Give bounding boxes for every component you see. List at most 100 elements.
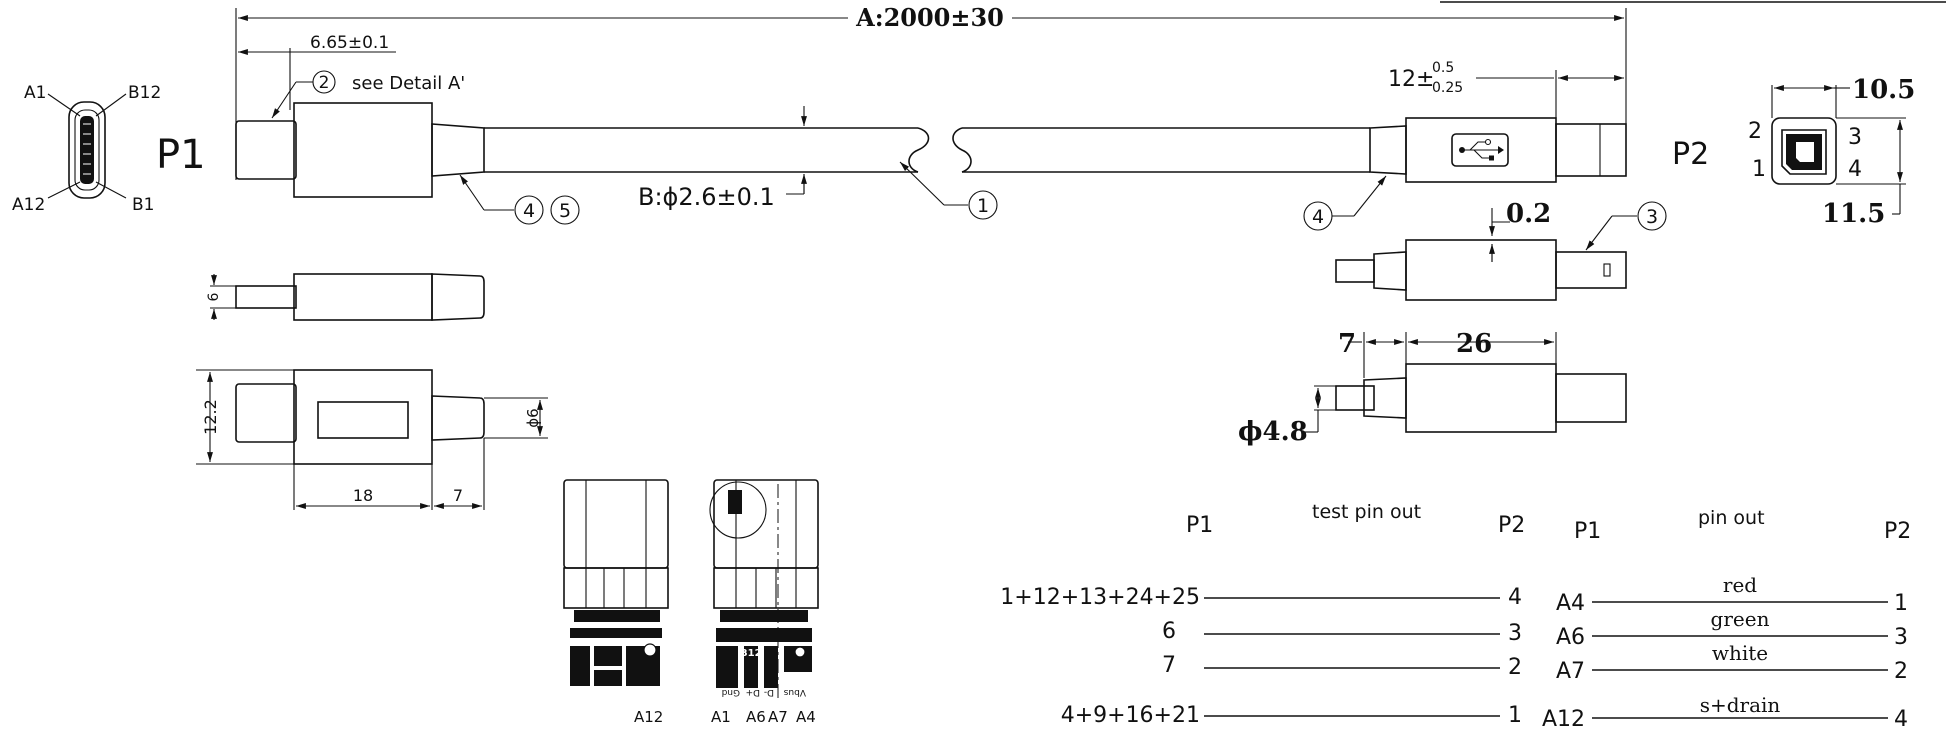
- p2-label: P2: [1672, 137, 1709, 172]
- svg-text:7: 7: [1162, 653, 1176, 678]
- test-pinout-right-head: P2: [1498, 513, 1525, 538]
- pcb-detail-left: A12: [563, 479, 669, 726]
- test-pinout-row: 6 3: [1162, 619, 1522, 646]
- svg-text:A6: A6: [1556, 625, 1585, 650]
- length-label: A:2000±30: [855, 3, 1004, 32]
- pcb-silk-vbus: Vbus: [783, 687, 806, 697]
- boot-dia-label: ϕ6: [524, 408, 542, 427]
- callout-4-5: 4 5: [459, 174, 580, 225]
- svg-text:3: 3: [1508, 621, 1522, 646]
- cable-body: [484, 127, 1370, 173]
- pinout-left-head: P1: [1574, 519, 1601, 544]
- pinout-row: A4 red 1: [1556, 573, 1908, 616]
- len-18-label: 18: [353, 486, 373, 505]
- p2-top-view: 0.2: [1335, 199, 1627, 301]
- pinout-title: pin out: [1698, 507, 1765, 529]
- p1-top-view: 6: [206, 273, 485, 321]
- svg-text:1: 1: [1508, 703, 1522, 728]
- pinout-row: A12 s+drain 4: [1542, 693, 1908, 732]
- svg-text:A12: A12: [1542, 707, 1585, 732]
- svg-text:1+12+13+24+25: 1+12+13+24+25: [1000, 585, 1200, 610]
- svg-text:green: green: [1711, 607, 1770, 631]
- p2-bottom-view: 7 26 ϕ4.8: [1238, 329, 1627, 447]
- pinout-row: A6 green 3: [1556, 607, 1908, 650]
- svg-text:5: 5: [559, 200, 571, 222]
- svg-text:A7: A7: [1556, 659, 1585, 684]
- svg-text:3: 3: [1646, 206, 1658, 228]
- p1-label: P1: [156, 132, 206, 178]
- label-b1: B1: [132, 195, 154, 215]
- cable-dia-dimension: B:ϕ2.6±0.1: [638, 106, 807, 211]
- pcb-silk-dplus: D+: [746, 687, 760, 697]
- pcb-detail-right: B12 Gnd D+ D- Vbus A1 A6 A7 A4: [709, 479, 819, 726]
- p2-tol-plus: 0.5: [1432, 60, 1454, 76]
- svg-text:red: red: [1723, 573, 1757, 597]
- pcb-label-a7: A7: [768, 708, 788, 726]
- pinout-table: P1 pin out P2 A4 red 1 A6 green 3 A7 whi…: [1542, 507, 1911, 732]
- usb-b-face: 10.5 11.5 2 3 1 4: [1748, 75, 1915, 229]
- p2-length-dimension: 12± 0.5 0.25: [1388, 60, 1624, 118]
- offset-label: 0.2: [1506, 199, 1551, 229]
- pcb-silk-b12: B12: [740, 648, 762, 659]
- svg-text:A4: A4: [1556, 591, 1585, 616]
- pcb-label-a6: A6: [746, 708, 766, 726]
- svg-text:4: 4: [1894, 707, 1908, 732]
- height-label: 12.2: [201, 399, 220, 435]
- svg-text:6: 6: [1162, 619, 1176, 644]
- test-pinout-row: 7 2: [1162, 653, 1522, 680]
- len-7-label: 7: [453, 486, 463, 505]
- pcb-silk-gnd: Gnd: [722, 687, 740, 697]
- pin-2-label: 2: [1748, 119, 1762, 144]
- callout-2: 2 see Detail A': [271, 70, 465, 119]
- pcb-label-a4: A4: [796, 708, 816, 726]
- label-b12: B12: [128, 83, 161, 103]
- svg-text:2: 2: [319, 73, 330, 93]
- test-pinout-row: 4+9+16+21 1: [1061, 703, 1522, 728]
- thickness-label: 6: [206, 292, 222, 301]
- svg-text:2: 2: [1508, 655, 1522, 680]
- p2-length-label: 12±: [1388, 67, 1434, 92]
- detail-note: see Detail A': [352, 73, 465, 94]
- b-len-26-label: 26: [1456, 329, 1492, 359]
- svg-text:s+drain: s+drain: [1700, 693, 1781, 717]
- label-a12: A12: [12, 195, 45, 215]
- pcb-silk-dminus: D-: [764, 687, 774, 697]
- svg-text:1: 1: [1894, 591, 1908, 616]
- svg-text:2: 2: [1894, 659, 1908, 684]
- svg-text:3: 3: [1894, 625, 1908, 650]
- b-len-7-label: 7: [1338, 329, 1356, 359]
- pinout-right-head: P2: [1884, 519, 1911, 544]
- b-dia-label: ϕ4.8: [1238, 417, 1308, 447]
- test-pinout-row: 1+12+13+24+25 4: [1000, 585, 1522, 610]
- b-height-label: 11.5: [1822, 199, 1885, 229]
- pinout-row: A7 white 2: [1556, 641, 1908, 684]
- callout-3: 3: [1585, 201, 1667, 251]
- b-width-label: 10.5: [1852, 75, 1915, 105]
- svg-text:4: 4: [1312, 206, 1324, 228]
- pin-4-label: 4: [1848, 157, 1862, 182]
- pin-1-label: 1: [1752, 157, 1766, 182]
- callout-4-p2: 4: [1303, 175, 1387, 231]
- p1-offset-label: 6.65±0.1: [310, 33, 389, 53]
- svg-text:4: 4: [523, 200, 535, 222]
- pin-3-label: 3: [1848, 125, 1862, 150]
- svg-text:white: white: [1712, 641, 1768, 665]
- svg-text:4+9+16+21: 4+9+16+21: [1061, 703, 1200, 728]
- pcb-label-a12: A12: [634, 708, 663, 726]
- test-pinout-left-head: P1: [1186, 513, 1213, 538]
- p2-tol-minus: 0.25: [1432, 80, 1463, 96]
- svg-text:1: 1: [977, 195, 989, 217]
- callout-1: 1: [899, 161, 998, 220]
- p2-connector-side-view: [1369, 117, 1627, 183]
- usb-c-face: A1 B12 A12 B1: [12, 83, 161, 215]
- usb-icon: [1459, 138, 1504, 161]
- test-pinout-title: test pin out: [1312, 501, 1421, 523]
- cable-dia-label: B:ϕ2.6±0.1: [638, 183, 775, 211]
- p1-offset-dimension: 6.65±0.1: [238, 33, 396, 110]
- label-a1: A1: [24, 83, 46, 103]
- svg-text:4: 4: [1508, 585, 1522, 610]
- pcb-label-a1: A1: [711, 708, 731, 726]
- p1-front-view: 12.2 ϕ6 18 7: [196, 369, 548, 510]
- length-dimension: A:2000±30: [235, 3, 1627, 180]
